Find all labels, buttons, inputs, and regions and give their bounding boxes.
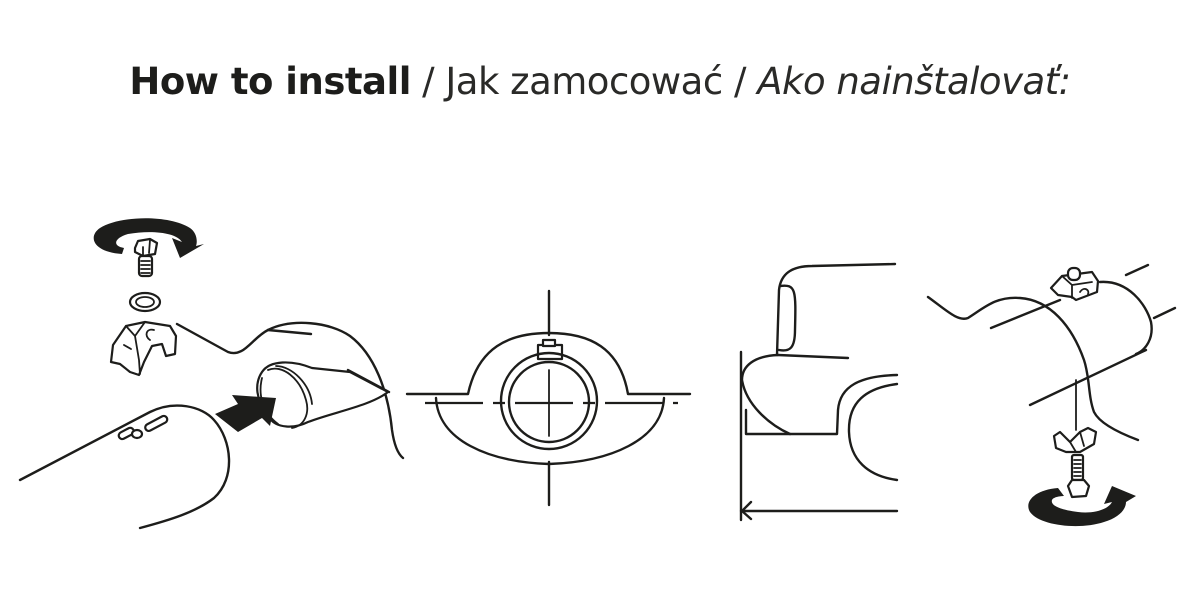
- rotate-arrow-icon: [93, 218, 204, 258]
- title-polish: Jak zamocować: [445, 60, 723, 103]
- washer-icon: [128, 291, 162, 313]
- title-separator: /: [722, 60, 758, 103]
- page-title: How to install / Jak zamocować / Ako nai…: [0, 58, 1200, 106]
- title-slovak: Ako nainštalovať:: [757, 60, 1071, 103]
- clamp-icon: [109, 320, 178, 377]
- bolt-icon: [133, 237, 159, 278]
- title-separator: /: [410, 60, 446, 103]
- insert-arrow-icon: [215, 395, 276, 432]
- pipe-marking-icon: [117, 414, 169, 441]
- title-english: How to install: [129, 60, 411, 103]
